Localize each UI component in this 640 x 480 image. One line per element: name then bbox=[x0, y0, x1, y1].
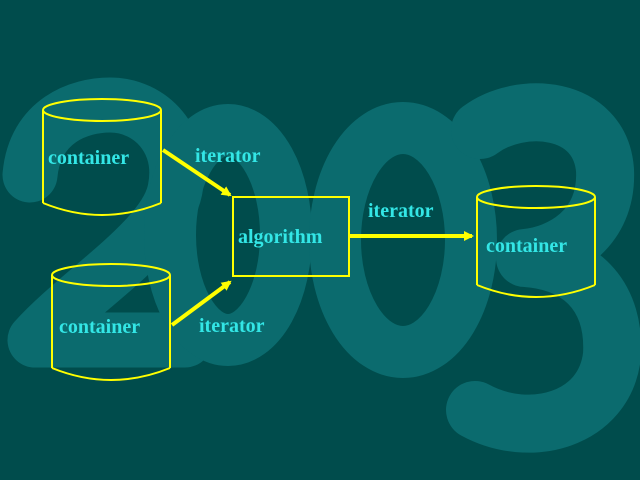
node-container-bottom-left: container bbox=[59, 316, 141, 338]
arrow-top-left-to-algorithm bbox=[161, 148, 232, 197]
node-algorithm: algorithm bbox=[238, 226, 323, 248]
edge-label-algorithm-right: iterator bbox=[368, 200, 434, 222]
cylinder-top-left bbox=[42, 98, 162, 216]
cylinder-right bbox=[476, 185, 596, 298]
edge-label-top-left: iterator bbox=[195, 145, 261, 167]
node-container-top-left: container bbox=[48, 147, 130, 169]
watermark-digit-3 bbox=[446, 83, 640, 453]
watermark-digit-0a bbox=[144, 104, 312, 366]
edge-label-bottom-left: iterator bbox=[199, 315, 265, 337]
arrow-bottom-left-to-algorithm bbox=[170, 280, 232, 327]
node-container-right: container bbox=[486, 235, 568, 257]
cylinder-bottom-left bbox=[51, 263, 171, 381]
